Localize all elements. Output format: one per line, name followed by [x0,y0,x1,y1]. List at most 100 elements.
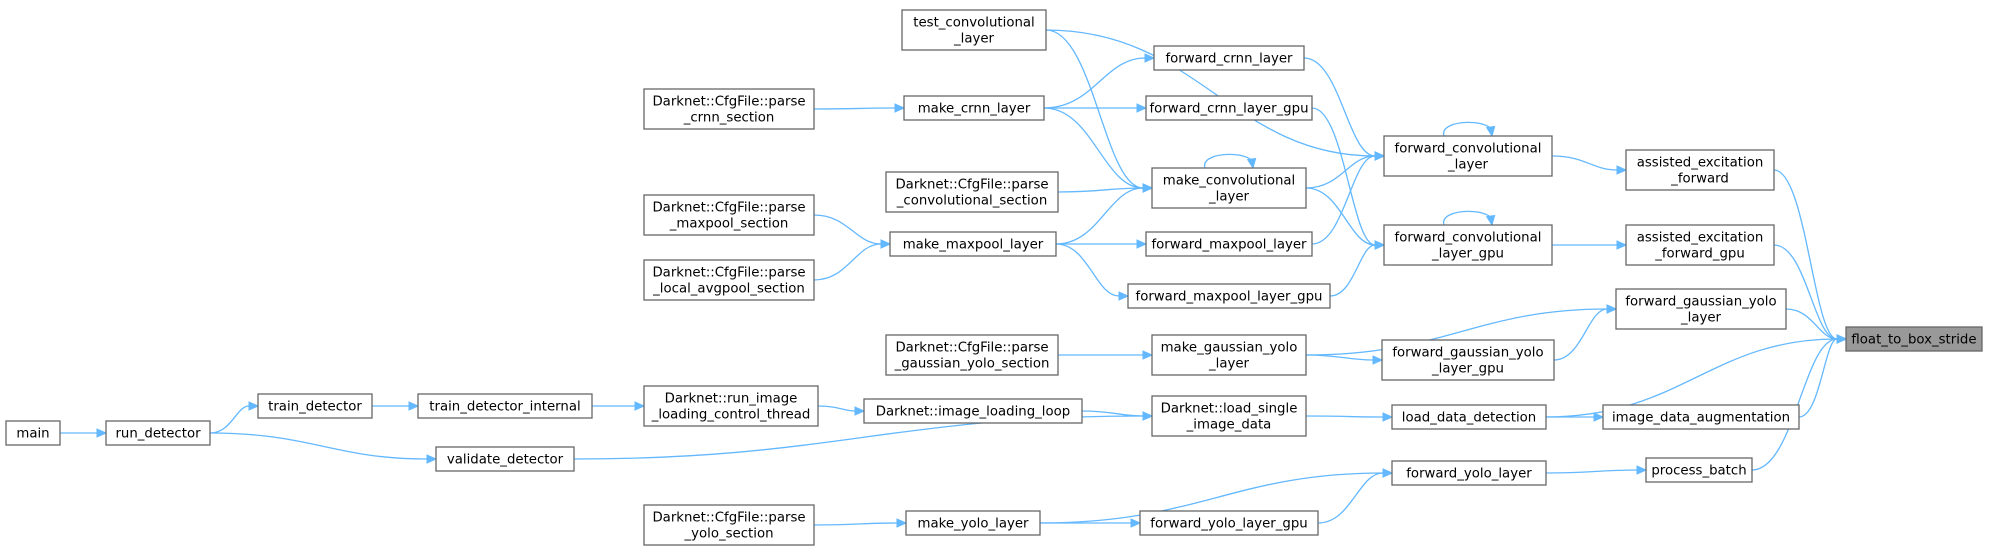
node-box [1602,404,1800,430]
node-load-data-detection[interactable]: load_data_detection [1391,404,1547,430]
edge-line [1057,187,1144,193]
node-validate-detector[interactable]: validate_detector [435,446,575,472]
edge-load-data-detection-to-image-data-augmentation [1545,412,1605,422]
node-label: validate_detector [447,453,564,468]
node-label: Darknet::load_single [1161,402,1298,417]
edge-line [1443,121,1493,137]
edge-line [813,214,882,245]
node-forward-yolo-layer[interactable]: forward_yolo_layer [1391,460,1547,486]
node-box [1383,224,1553,266]
node-parse-local-avgpool-section[interactable]: Darknet::CfgFile::parse_local_avgpool_se… [643,259,815,301]
node-label: Darknet::CfgFile::parse [652,95,805,110]
node-label: image_data_augmentation [1612,411,1790,426]
edge-make-crnn-layer-to-forward-crnn-layer [1043,53,1156,109]
node-main[interactable]: main [5,420,61,446]
node-parse-yolo-section[interactable]: Darknet::CfgFile::parse_yolo_section [643,504,815,546]
node-image-loading-loop[interactable]: Darknet::image_loading_loop [863,398,1083,424]
node-test-convolutional-layer[interactable]: test_convolutional_layer [901,9,1047,51]
node-box [643,194,815,236]
node-train-detector[interactable]: train_detector [257,393,373,419]
edge-line [1055,243,1120,297]
node-label: make_gaussian_yolo [1161,341,1298,356]
node-forward-gaussian-yolo-layer[interactable]: forward_gaussian_yolo_layer [1615,288,1787,330]
node-label: _layer_gpu [1431,362,1504,377]
edge-parse-maxpool-section-to-make-maxpool-layer [813,214,892,249]
node-forward-gaussian-yolo-layer-gpu[interactable]: forward_gaussian_yolo_layer_gpu [1381,339,1555,381]
node-label: forward_maxpool_layer [1151,238,1307,253]
node-make-maxpool-layer[interactable]: make_maxpool_layer [889,231,1057,257]
node-box [1625,224,1775,266]
edge-make-maxpool-layer-to-make-convolutional-layer [1055,183,1154,245]
edge-line [1443,210,1493,226]
node-label: _maxpool_section [669,217,789,232]
node-parse-maxpool-section[interactable]: Darknet::CfgFile::parse_maxpool_section [643,194,815,236]
edge-line [1311,107,1376,246]
node-box [1151,395,1307,437]
node-label: Darknet::CfgFile::parse [895,341,1048,356]
edge-forward-convolutional-layer-to-assisted-excitation-forward [1551,155,1628,175]
node-make-gaussian-yolo-layer[interactable]: make_gaussian_yolo_layer [1151,334,1307,376]
edge-load-single-image-data-to-load-data-detection [1305,412,1394,422]
node-make-crnn-layer[interactable]: make_crnn_layer [903,95,1045,121]
node-make-yolo-layer[interactable]: make_yolo_layer [905,510,1041,536]
node-label: train_detector [268,400,362,415]
edge-arrowhead [1382,468,1394,478]
node-label: forward_yolo_layer [1406,467,1532,482]
node-box [5,420,61,446]
edge-arrowhead [896,518,908,528]
node-process-batch[interactable]: process_batch [1645,457,1753,483]
edge-line [1798,338,1838,418]
edge-arrowhead [1144,53,1156,63]
edge-arrowhead [1142,350,1154,360]
node-label: _yolo_section [683,527,773,542]
node-forward-yolo-layer-gpu[interactable]: forward_yolo_layer_gpu [1139,510,1319,536]
node-forward-maxpool-layer[interactable]: forward_maxpool_layer [1145,231,1313,257]
node-forward-convolutional-layer-gpu[interactable]: forward_convolutional_layer_gpu [1383,224,1553,266]
edge-arrowhead [248,401,260,411]
node-label: main [16,427,49,442]
edge-line [813,243,882,281]
node-forward-crnn-layer-gpu[interactable]: forward_crnn_layer_gpu [1145,95,1313,121]
node-assisted-excitation-forward[interactable]: assisted_excitation_forward [1625,149,1775,191]
edge-arrowhead [1606,304,1618,314]
node-forward-crnn-layer[interactable]: forward_crnn_layer [1153,45,1305,71]
node-box [903,95,1045,121]
node-float-to-box-stride[interactable]: float_to_box_stride [1845,326,1983,352]
node-box [435,446,575,472]
node-label: forward_maxpool_layer_gpu [1136,290,1323,305]
node-parse-gaussian-yolo-section[interactable]: Darknet::CfgFile::parse_gaussian_yolo_se… [885,334,1059,376]
node-parse-convolutional-section[interactable]: Darknet::CfgFile::parse_convolutional_se… [885,171,1059,213]
node-parse-crnn-section[interactable]: Darknet::CfgFile::parse_crnn_section [643,88,815,130]
node-label: test_convolutional [913,16,1035,31]
edge-line [1305,187,1376,246]
node-run-image-loading-control-thread[interactable]: Darknet::run_image_loading_control_threa… [643,385,819,427]
edge-line [1055,187,1144,245]
edge-line [1545,469,1638,474]
node-forward-convolutional-layer[interactable]: forward_convolutional_layer [1383,135,1553,177]
edge-arrowhead [1636,465,1648,475]
edge-arrowhead [1382,412,1394,422]
edge-make-maxpool-layer-to-forward-maxpool-layer [1056,239,1148,249]
node-forward-maxpool-layer-gpu[interactable]: forward_maxpool_layer_gpu [1127,283,1331,309]
edge-arrowhead [1593,412,1605,422]
edge-parse-crnn-section-to-make-crnn-layer [813,103,906,113]
edge-forward-convolutional-layer-to-forward-convolutional-layer [1443,121,1496,138]
node-load-single-image-data[interactable]: Darknet::load_single_image_data [1151,395,1307,437]
node-label: run_detector [115,427,201,442]
node-box [905,510,1041,536]
edge-arrowhead [1142,183,1154,193]
node-box [1151,167,1307,209]
node-label: _layer [1447,158,1489,173]
edge-arrowhead [854,406,866,416]
node-train-detector-internal[interactable]: train_detector_internal [417,393,593,419]
edge-make-convolutional-layer-to-forward-convolutional-layer-gpu [1305,187,1386,250]
node-assisted-excitation-forward-gpu[interactable]: assisted_excitation_forward_gpu [1625,224,1775,266]
node-image-data-augmentation[interactable]: image_data_augmentation [1602,404,1800,430]
edge-line [813,522,898,526]
node-run-detector[interactable]: run_detector [105,420,211,446]
edge-line [1305,308,1608,356]
node-label: make_crnn_layer [918,102,1031,117]
node-make-convolutional-layer[interactable]: make_convolutional_layer [1151,167,1307,209]
edge-arrowhead [1836,334,1848,344]
node-label: forward_crnn_layer_gpu [1150,102,1309,117]
